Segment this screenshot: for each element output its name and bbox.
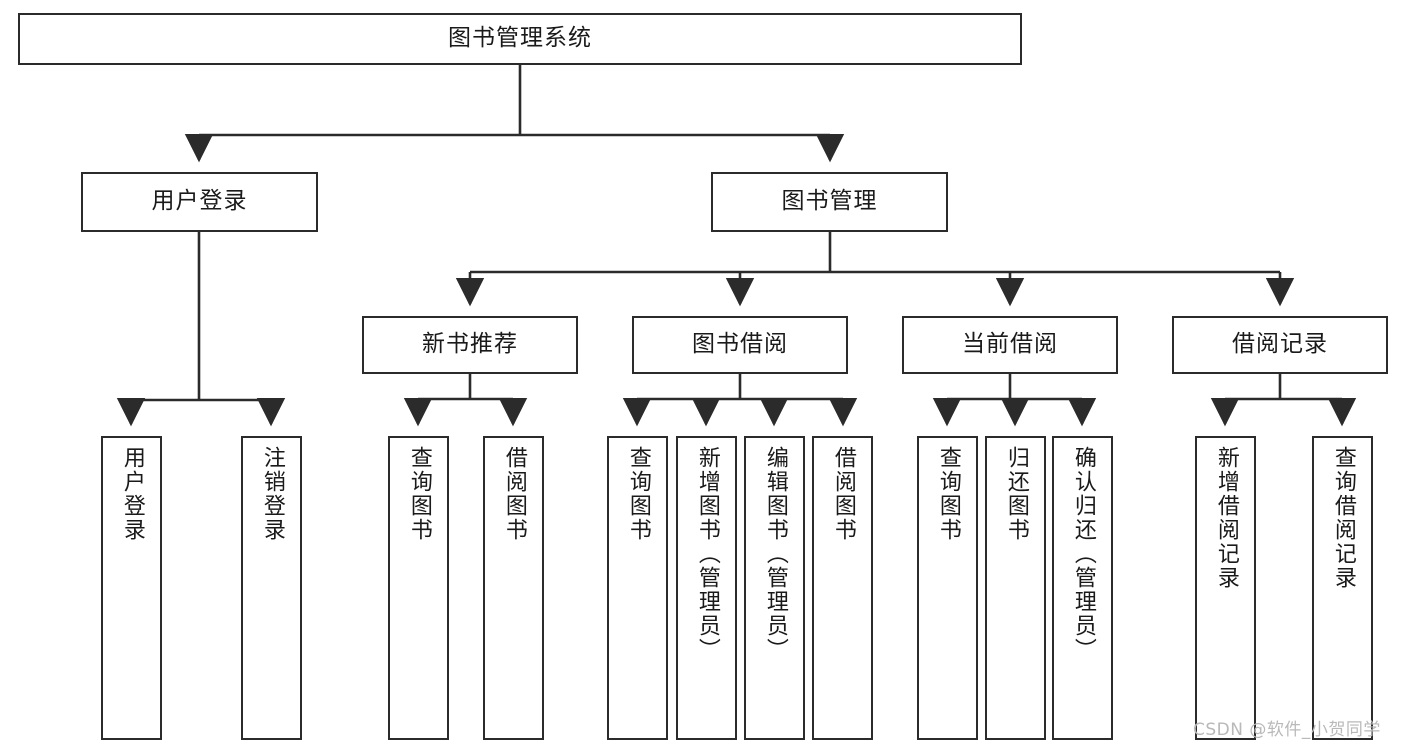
- csdn-watermark: CSDN @软件_小贺同学: [1193, 720, 1381, 740]
- node-current-borrow[interactable]: 当前借阅: [902, 316, 1118, 374]
- leaf-borrow-record-add-label: 新增借阅记录: [1213, 446, 1239, 590]
- node-user-login[interactable]: 用户登录: [81, 172, 318, 232]
- leaf-user-login-logout[interactable]: 注销登录: [241, 436, 302, 740]
- leaf-user-login-login[interactable]: 用户登录: [101, 436, 162, 740]
- leaf-book-borrow-borrow[interactable]: 借阅图书: [812, 436, 873, 740]
- leaf-new-book-borrow-label: 借阅图书: [501, 446, 527, 542]
- leaf-book-borrow-borrow-label: 借阅图书: [830, 446, 856, 542]
- leaf-new-book-query-label: 查询图书: [406, 446, 432, 542]
- node-book-borrow[interactable]: 图书借阅: [632, 316, 848, 374]
- node-user-login-label: 用户登录: [151, 188, 248, 215]
- leaf-book-borrow-add[interactable]: 新增图书（管理员）: [676, 436, 737, 740]
- leaf-user-login-logout-label: 注销登录: [259, 446, 285, 542]
- leaf-new-book-query[interactable]: 查询图书: [388, 436, 449, 740]
- leaf-book-borrow-query-label: 查询图书: [625, 446, 651, 542]
- leaf-new-book-borrow[interactable]: 借阅图书: [483, 436, 544, 740]
- leaf-book-borrow-edit-label: 编辑图书（管理员）: [762, 446, 788, 662]
- node-book-borrow-label: 图书借阅: [692, 331, 788, 358]
- leaf-borrow-record-query[interactable]: 查询借阅记录: [1312, 436, 1373, 740]
- leaf-current-borrow-query-label: 查询图书: [935, 446, 961, 542]
- node-new-book-recommend[interactable]: 新书推荐: [362, 316, 578, 374]
- node-new-book-recommend-label: 新书推荐: [422, 331, 518, 358]
- leaf-book-borrow-add-label: 新增图书（管理员）: [694, 446, 720, 662]
- node-borrow-record[interactable]: 借阅记录: [1172, 316, 1388, 374]
- leaf-current-borrow-confirm-label: 确认归还（管理员）: [1070, 446, 1096, 662]
- node-borrow-record-label: 借阅记录: [1232, 331, 1328, 358]
- node-book-manage[interactable]: 图书管理: [711, 172, 948, 232]
- leaf-current-borrow-return[interactable]: 归还图书: [985, 436, 1046, 740]
- node-book-manage-label: 图书管理: [781, 188, 878, 215]
- node-root[interactable]: 图书管理系统: [18, 13, 1022, 65]
- node-current-borrow-label: 当前借阅: [962, 331, 1058, 358]
- leaf-current-borrow-query[interactable]: 查询图书: [917, 436, 978, 740]
- leaf-borrow-record-query-label: 查询借阅记录: [1330, 446, 1356, 590]
- node-root-label: 图书管理系统: [448, 25, 592, 52]
- leaf-user-login-login-label: 用户登录: [119, 446, 145, 542]
- leaf-current-borrow-confirm[interactable]: 确认归还（管理员）: [1052, 436, 1113, 740]
- leaf-book-borrow-query[interactable]: 查询图书: [607, 436, 668, 740]
- leaf-current-borrow-return-label: 归还图书: [1003, 446, 1029, 542]
- leaf-borrow-record-add[interactable]: 新增借阅记录: [1195, 436, 1256, 740]
- leaf-book-borrow-edit[interactable]: 编辑图书（管理员）: [744, 436, 805, 740]
